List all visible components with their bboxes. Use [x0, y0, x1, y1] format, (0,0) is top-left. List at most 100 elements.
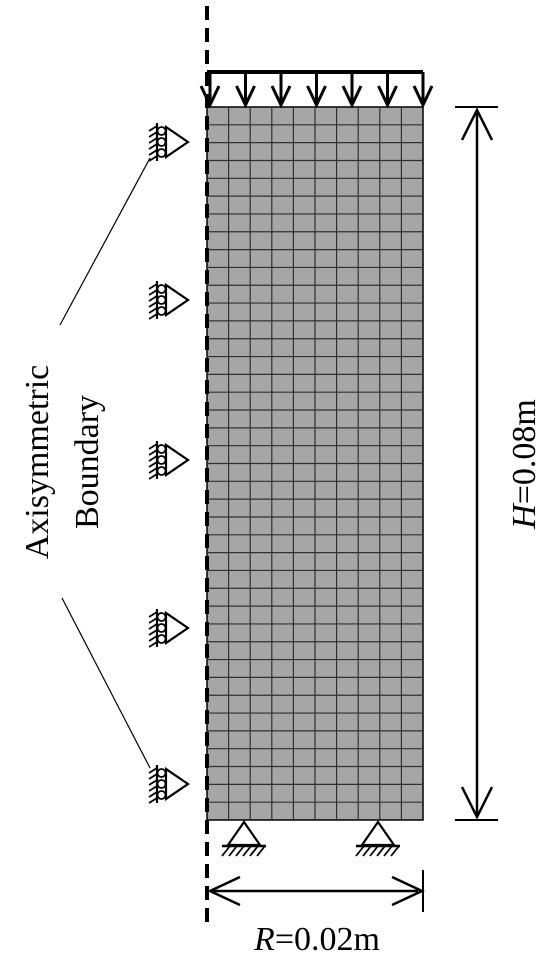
pin-hatch [228, 845, 238, 857]
roller-triangle [164, 442, 190, 478]
roller-hatch [148, 797, 158, 804]
roller-wheel [156, 444, 167, 454]
roller-hatch [148, 143, 158, 150]
load-arrow [306, 72, 327, 109]
height-label: H=0.08m [506, 399, 543, 530]
roller-hatch [148, 155, 158, 162]
pin-triangle [359, 820, 397, 847]
roller-wheel [156, 137, 167, 147]
roller-triangle [164, 282, 190, 318]
roller-wheel [156, 634, 167, 644]
pin-hatch [221, 845, 231, 857]
load-arrow [235, 72, 256, 109]
roller-hatch [148, 641, 158, 648]
roller-wheel [156, 768, 167, 778]
roller-supports [148, 123, 190, 804]
roller-hatch [148, 629, 158, 636]
roller-hatch [148, 125, 158, 132]
radius-dimension: R=0.02m [207, 870, 425, 958]
pin-hatch [362, 845, 372, 857]
pin-hatch [390, 845, 400, 857]
label-leader-bottom [61, 597, 151, 769]
roller-hatch [148, 455, 158, 462]
load-arrow [199, 72, 221, 109]
roller-triangle [164, 766, 190, 802]
roller-wheel [156, 148, 167, 158]
pin-supports [221, 820, 400, 857]
roller-triangle [164, 124, 190, 160]
load-arrow-head [412, 85, 434, 109]
roller-hatch [148, 461, 158, 468]
roller-hatch [148, 137, 158, 144]
roller-hatch [148, 289, 158, 296]
roller-hatch [148, 443, 158, 450]
pin-hatch [235, 845, 245, 857]
roller-hatch [148, 635, 158, 642]
roller-hatch [148, 767, 158, 774]
roller-hatch [148, 313, 158, 320]
radius-symbol: R [253, 921, 275, 958]
height-dimension: H=0.08m [455, 106, 543, 821]
height-symbol: H [506, 502, 543, 530]
roller-support [148, 609, 190, 648]
roller-wheel [156, 790, 167, 800]
pin-support [221, 820, 266, 857]
roller-hatch [148, 623, 158, 630]
load-arrow [270, 72, 292, 109]
load-arrow-head [341, 85, 363, 109]
roller-wheel [156, 623, 167, 633]
roller-hatch [148, 791, 158, 798]
label-leader-top [59, 157, 151, 326]
roller-hatch [148, 131, 158, 138]
roller-hatch [148, 295, 158, 302]
roller-wheel [156, 306, 167, 316]
distributed-load [199, 70, 434, 109]
roller-wheel [156, 126, 167, 136]
radius-value: =0.02m [275, 921, 380, 958]
load-arrow-head [199, 85, 221, 109]
roller-hatch [148, 283, 158, 290]
pin-hatch [376, 845, 386, 857]
roller-hatch [148, 773, 158, 780]
pin-hatch [256, 845, 266, 857]
pin-hatch [369, 845, 379, 857]
boundary-label-line1: Axisymmetric [19, 365, 56, 560]
pin-hatch [249, 845, 259, 857]
finite-element-mesh [206, 106, 424, 821]
pin-triangle [225, 820, 263, 847]
roller-support [148, 441, 190, 480]
radius-label: R=0.02m [253, 921, 380, 958]
roller-hatch [148, 779, 158, 786]
roller-wheel [156, 295, 167, 305]
pin-hatch [383, 845, 393, 857]
roller-wheel [156, 284, 167, 294]
roller-support [148, 765, 190, 804]
roller-triangle [164, 610, 190, 646]
pin-hatch [355, 845, 365, 857]
roller-support [148, 281, 190, 320]
roller-hatch [148, 149, 158, 156]
roller-hatch [148, 611, 158, 618]
load-arrow-head [270, 85, 292, 109]
roller-hatch [148, 473, 158, 480]
pin-hatch [242, 845, 252, 857]
roller-wheel [156, 612, 167, 622]
roller-support [148, 123, 190, 162]
load-arrow [377, 72, 398, 109]
load-arrow-head [377, 85, 398, 109]
roller-wheel [156, 466, 167, 476]
boundary-label-line2: Boundary [69, 395, 106, 529]
roller-wheel [156, 455, 167, 465]
roller-wheel [156, 779, 167, 789]
roller-hatch [148, 301, 158, 308]
roller-hatch [148, 467, 158, 474]
load-arrow [341, 72, 363, 109]
height-value: =0.08m [506, 399, 543, 504]
roller-hatch [148, 617, 158, 624]
pin-support [355, 820, 400, 857]
load-arrow-head [235, 85, 256, 109]
roller-hatch [148, 307, 158, 314]
load-arrow [412, 72, 434, 109]
